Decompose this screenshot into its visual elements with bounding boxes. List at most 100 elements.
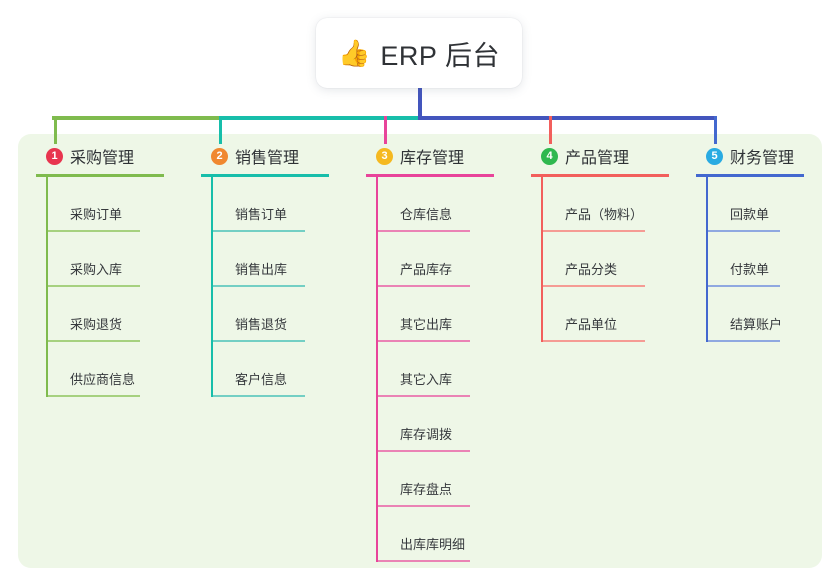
list-item-label: 仓库信息 (400, 207, 453, 222)
list-item-label: 库存盘点 (400, 482, 453, 497)
list-item[interactable]: 采购退货 (48, 287, 186, 342)
list-item-label: 回款单 (730, 207, 770, 222)
connector-drop-4 (549, 116, 552, 144)
list-item[interactable]: 采购订单 (48, 177, 186, 232)
list-item-rule (543, 340, 645, 342)
list-item-label: 结算账户 (730, 317, 783, 332)
list-item-rule (708, 230, 780, 232)
connector-bus-segment-3 (418, 116, 716, 120)
list-item-rule (213, 285, 305, 287)
branch-header-2[interactable]: 2 销售管理 (201, 144, 351, 168)
list-item-rule (378, 230, 470, 232)
connector-drop-5 (714, 116, 717, 144)
branch-item-list: 采购订单采购入库采购退货供应商信息 (46, 177, 186, 397)
list-item-rule (708, 285, 780, 287)
list-item-rule (378, 450, 470, 452)
list-item-rule (378, 340, 470, 342)
branch-header-rule (696, 174, 804, 177)
list-item-label: 销售订单 (235, 207, 288, 222)
branch-column-库存管理: 3 库存管理仓库信息产品库存其它出库其它入库库存调拨库存盘点出库库明细 (366, 144, 516, 562)
list-item-label: 库存调拨 (400, 427, 453, 442)
list-item[interactable]: 供应商信息 (48, 342, 186, 397)
list-item-rule (378, 285, 470, 287)
list-item-rule (213, 230, 305, 232)
branch-header-5[interactable]: 5 财务管理 (696, 144, 826, 168)
list-item[interactable]: 产品单位 (543, 287, 691, 342)
list-item-label: 其它出库 (400, 317, 453, 332)
list-item[interactable]: 采购入库 (48, 232, 186, 287)
list-item[interactable]: 产品库存 (378, 232, 516, 287)
list-item[interactable]: 客户信息 (213, 342, 351, 397)
branch-title: 采购管理 (70, 150, 135, 167)
list-item[interactable]: 仓库信息 (378, 177, 516, 232)
list-item-rule (48, 230, 140, 232)
list-item[interactable]: 产品分类 (543, 232, 691, 287)
list-item-rule (378, 395, 470, 397)
list-item-rule (378, 560, 470, 562)
branch-number-badge: 3 (376, 147, 393, 165)
branch-header-4[interactable]: 4 产品管理 (531, 144, 691, 168)
list-item-rule (543, 230, 645, 232)
list-item-label: 产品分类 (565, 262, 618, 277)
list-item[interactable]: 其它入库 (378, 342, 516, 397)
list-item-label: 客户信息 (235, 372, 288, 387)
branch-title: 库存管理 (400, 150, 465, 167)
branch-column-产品管理: 4 产品管理产品（物料） 产品分类产品单位 (531, 144, 691, 342)
list-item-rule (213, 395, 305, 397)
list-item[interactable]: 出库库明细 (378, 507, 516, 562)
list-item[interactable]: 库存调拨 (378, 397, 516, 452)
list-item[interactable]: 回款单 (708, 177, 826, 232)
thumbs-up-icon: 👍 (338, 38, 371, 68)
connector-drop-3 (384, 116, 387, 144)
list-item[interactable]: 库存盘点 (378, 452, 516, 507)
list-item[interactable]: 结算账户 (708, 287, 826, 342)
branch-title: 产品管理 (565, 150, 630, 167)
list-item-rule (213, 340, 305, 342)
branch-header-rule (201, 174, 329, 177)
list-item[interactable]: 销售订单 (213, 177, 351, 232)
branch-item-list: 销售订单销售出库销售退货客户信息 (211, 177, 351, 397)
branch-title: 财务管理 (730, 150, 795, 167)
list-item-label: 采购退货 (70, 317, 123, 332)
branch-header-rule (366, 174, 494, 177)
list-item[interactable]: 销售退货 (213, 287, 351, 342)
list-item[interactable]: 产品（物料） (543, 177, 691, 232)
root-trunk-line (418, 85, 422, 118)
list-item-label: 其它入库 (400, 372, 453, 387)
branch-item-list: 产品（物料） 产品分类产品单位 (541, 177, 691, 342)
list-item-rule (48, 395, 140, 397)
list-item-label: 产品（物料） (565, 207, 644, 222)
branch-number-badge: 1 (46, 147, 63, 165)
root-node-title: ERP 后台 (380, 40, 500, 71)
root-node-card[interactable]: 👍 ERP 后台 (316, 18, 522, 88)
list-item-rule (378, 505, 470, 507)
list-item-label: 出库库明细 (400, 537, 466, 552)
branch-column-销售管理: 2 销售管理销售订单销售出库销售退货客户信息 (201, 144, 351, 397)
branch-column-采购管理: 1 采购管理采购订单采购入库采购退货供应商信息 (36, 144, 186, 397)
branch-header-rule (531, 174, 669, 177)
branch-header-3[interactable]: 3 库存管理 (366, 144, 516, 168)
branch-number-badge: 4 (541, 147, 558, 165)
list-item-rule (708, 340, 780, 342)
list-item-label: 采购入库 (70, 262, 123, 277)
list-item-label: 采购订单 (70, 207, 123, 222)
list-item-rule (543, 285, 645, 287)
branch-header-rule (36, 174, 164, 177)
list-item-label: 产品库存 (400, 262, 453, 277)
list-item[interactable]: 其它出库 (378, 287, 516, 342)
list-item-label: 付款单 (730, 262, 770, 277)
list-item-label: 产品单位 (565, 317, 618, 332)
branch-column-财务管理: 5 财务管理回款单付款单结算账户 (696, 144, 826, 342)
branch-item-list: 仓库信息产品库存其它出库其它入库库存调拨库存盘点出库库明细 (376, 177, 516, 562)
list-item-label: 销售出库 (235, 262, 288, 277)
connector-bus-segment-1 (52, 116, 219, 120)
branch-header-1[interactable]: 1 采购管理 (36, 144, 186, 168)
branch-number-badge: 2 (211, 147, 228, 165)
connector-drop-2 (219, 116, 222, 144)
list-item[interactable]: 付款单 (708, 232, 826, 287)
diagram-background-panel (18, 134, 822, 568)
list-item-rule (48, 285, 140, 287)
branch-number-badge: 5 (706, 147, 723, 165)
branch-title: 销售管理 (235, 150, 300, 167)
list-item[interactable]: 销售出库 (213, 232, 351, 287)
